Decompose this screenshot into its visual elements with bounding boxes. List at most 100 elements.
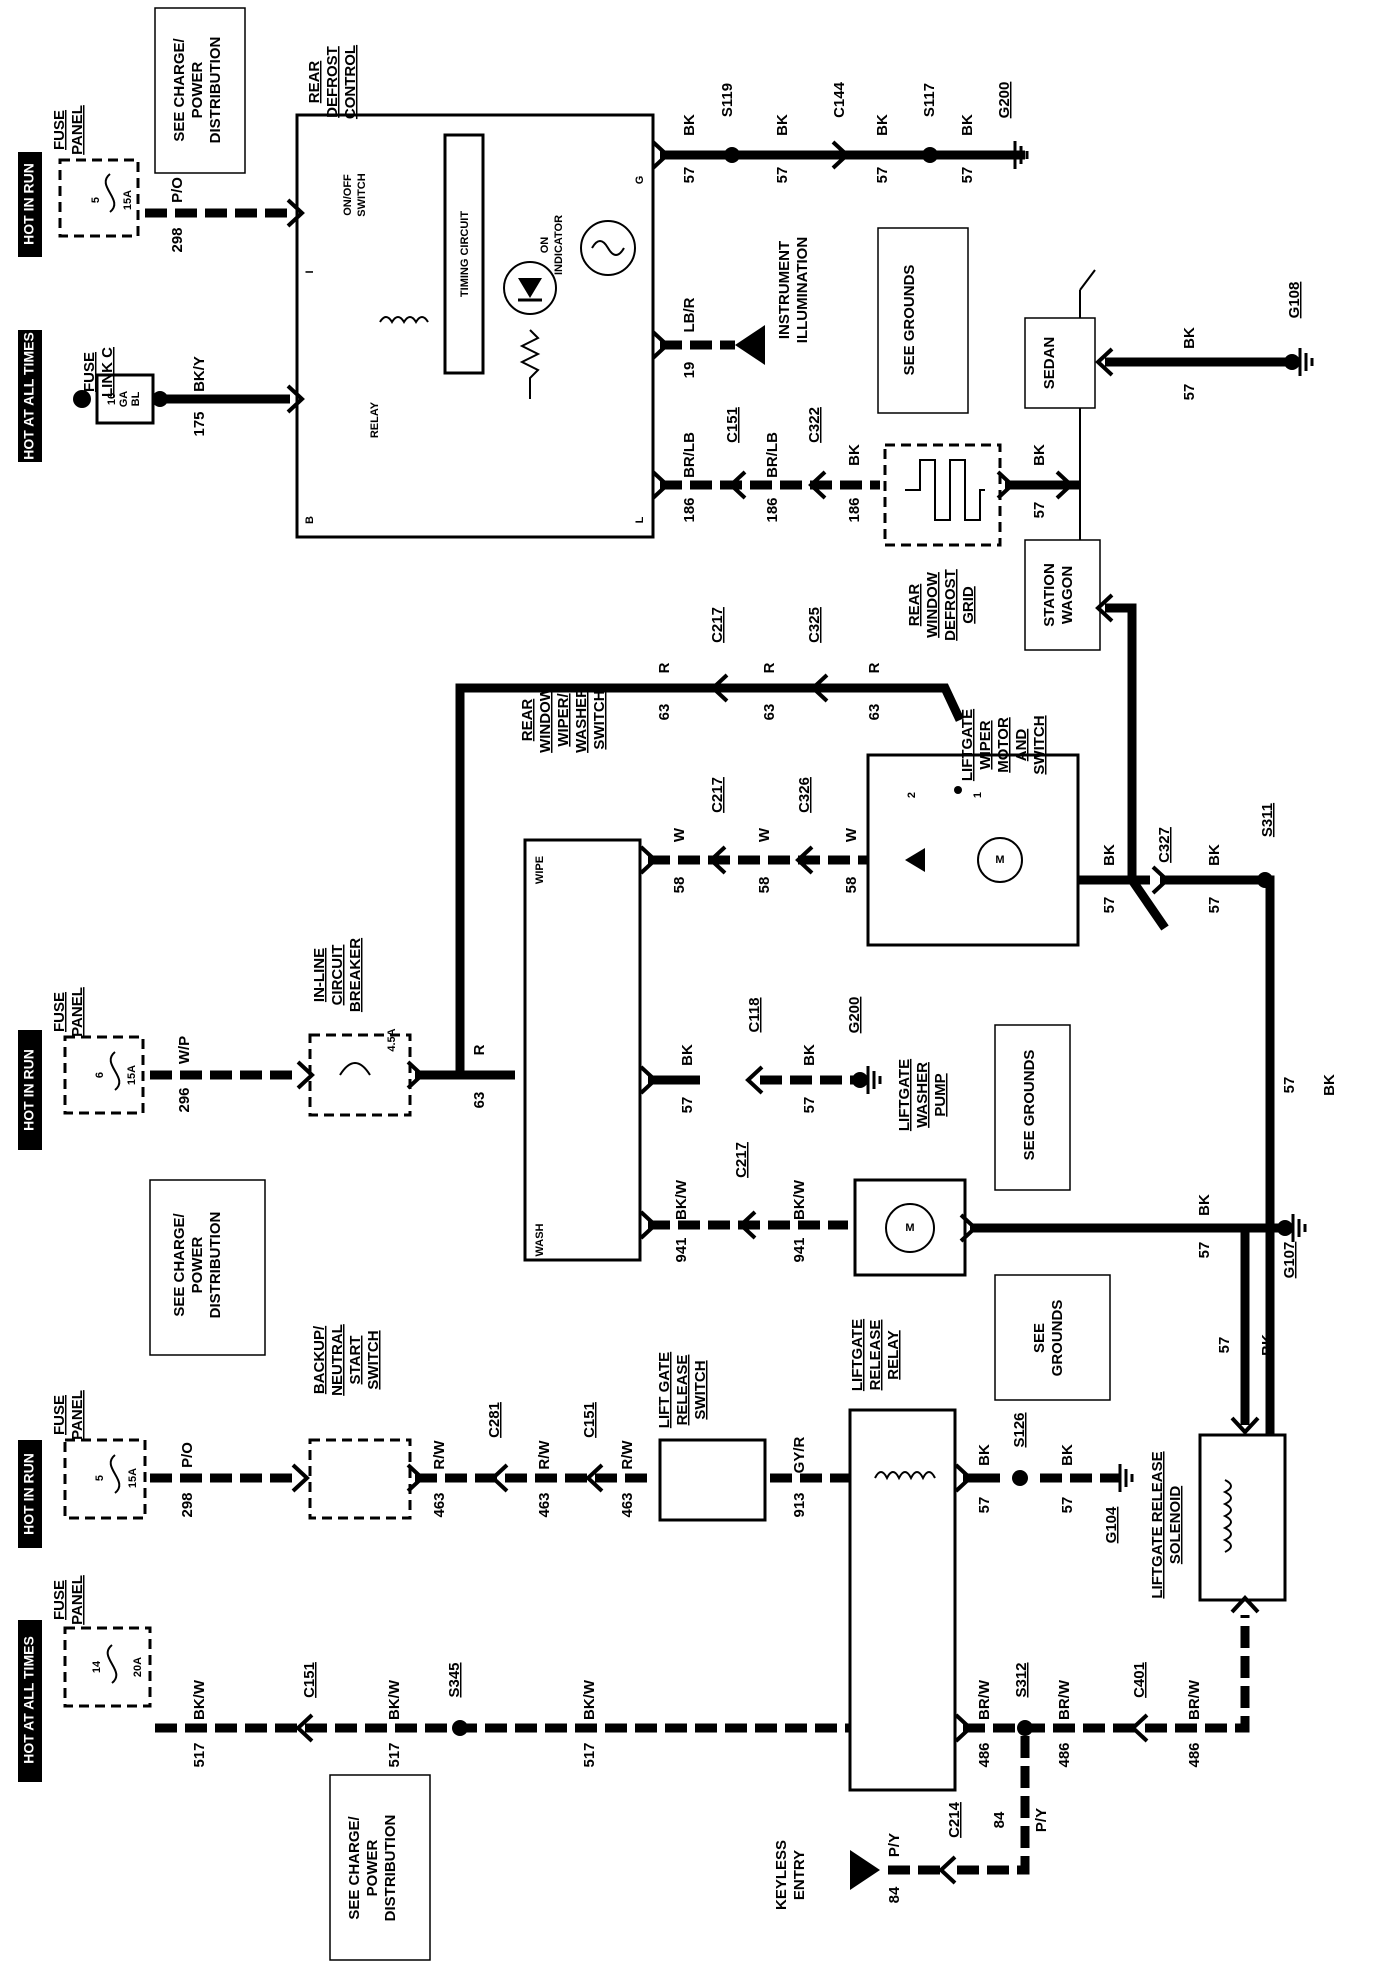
note-see-charge-2-line: SEE CHARGE/ xyxy=(171,1212,188,1316)
connector-mark xyxy=(639,1065,658,1095)
fuse-panel-label-line: FUSE xyxy=(51,992,68,1032)
circuit-label: 941 xyxy=(673,1237,690,1262)
circuit-label: C217 xyxy=(709,777,726,813)
power-source-label: HOT IN RUN xyxy=(21,163,37,245)
circuit-label: S119 xyxy=(719,83,736,117)
fuse-icon xyxy=(109,1051,121,1091)
see-charge-box-bottom xyxy=(329,1774,431,1961)
circuit-label: 63 xyxy=(471,1092,488,1109)
circuit-label: 57 xyxy=(874,167,891,184)
see-charge-box-mid xyxy=(149,1179,266,1356)
circuit-label: C118 xyxy=(746,997,763,1032)
connector-mark xyxy=(1230,1595,1260,1614)
circuit-label: 57 xyxy=(959,167,976,184)
backup-switch-label-line: BACKUP/ xyxy=(311,1325,328,1394)
fuse-panel-label-line: PANEL xyxy=(69,987,86,1037)
connector-mark xyxy=(406,1060,425,1090)
circuit-label: 57 xyxy=(774,167,791,184)
pin-label: B xyxy=(304,516,316,524)
circuit-label: 941 xyxy=(791,1237,808,1262)
pin-label: L xyxy=(634,516,646,523)
circuit-label: C217 xyxy=(709,607,726,643)
circuit-label: 186 xyxy=(846,497,863,522)
rear-defrost-control-label-line: REAR xyxy=(306,61,323,104)
connector-mark xyxy=(710,673,729,703)
circuit-label: 58 xyxy=(843,877,860,894)
circuit-breaker-box xyxy=(308,1033,412,1117)
circuit-label: 517 xyxy=(581,1742,598,1767)
wipe-label: WIPE xyxy=(534,856,546,884)
power-source-label: HOT IN RUN xyxy=(21,1049,37,1131)
release-switch-label-line: RELEASE xyxy=(674,1355,691,1426)
harness-arrow xyxy=(735,325,765,365)
circuit-label: BK xyxy=(874,114,891,136)
rear-defrost-control-label-line: DEFROST xyxy=(324,46,341,118)
wiper-motor-label-line: LIFTGATE xyxy=(959,709,976,781)
power-bar xyxy=(18,330,42,462)
splice-dot xyxy=(1012,1470,1028,1486)
motor-symbol: M xyxy=(995,854,1004,866)
backup-switch-label-line: START xyxy=(347,1336,364,1385)
see-grounds-box-3 xyxy=(994,1274,1111,1401)
note-station-wagon-line: STATION xyxy=(1041,563,1058,627)
see-grounds-box-2 xyxy=(994,1024,1071,1191)
splice-dot xyxy=(452,1720,468,1736)
rear-window-defrost-grid-box xyxy=(883,443,1002,547)
circuit-label: 63 xyxy=(761,704,778,721)
splice-dot xyxy=(1257,872,1273,888)
circuit-label: BK/W xyxy=(191,1679,208,1720)
circuit-breaker-label-line: CIRCUIT xyxy=(329,945,346,1006)
splice-dot xyxy=(1284,354,1300,370)
power-source-label: HOT AT ALL TIMES xyxy=(21,1636,37,1764)
circuit-label: C151 xyxy=(581,1402,598,1438)
solenoid-label-line: LIFTGATE RELEASE xyxy=(1149,1451,1166,1598)
note-see-charge-line: POWER xyxy=(189,62,206,119)
circuit-label: BK/W xyxy=(791,1179,808,1220)
note-see-charge-3-line: SEE CHARGE/ xyxy=(346,1815,363,1919)
note-station-wagon-line: WAGON xyxy=(1059,566,1076,624)
connector-mark xyxy=(651,140,670,170)
option-tick xyxy=(1079,269,1096,291)
release-switch-label-line: LIFT GATE xyxy=(656,1352,673,1428)
power-bar xyxy=(18,1030,42,1150)
led-circle xyxy=(503,261,557,315)
rear-window-wiper-washer-switch-box xyxy=(523,838,642,1262)
circuit-label: 58 xyxy=(756,877,773,894)
connector-mark xyxy=(745,1065,764,1095)
solenoid-label-line: SOLENOID xyxy=(1167,1486,1184,1565)
circuit-label: BK xyxy=(1101,844,1118,866)
fuse-number: 5 xyxy=(94,1475,106,1481)
circuit-breaker-label-line: IN-LINE xyxy=(311,948,328,1002)
note-see-charge-3-line: POWER xyxy=(364,1840,381,1897)
connector-mark xyxy=(585,1463,604,1493)
pin-label: G xyxy=(634,176,646,185)
circuit-label: 517 xyxy=(191,1742,208,1767)
power-source-label: HOT IN RUN xyxy=(21,1453,37,1535)
fuse-number: 14 xyxy=(91,1660,103,1673)
connector-mark xyxy=(831,140,850,170)
wire-57-wagon xyxy=(1105,603,1169,931)
note-see-charge-3-line: DISTRIBUTION xyxy=(382,1815,399,1922)
circuit-label: G104 xyxy=(1103,1506,1120,1543)
connector-mark xyxy=(738,1210,757,1240)
see-charge-box-top xyxy=(154,7,246,174)
connector-mark xyxy=(1130,1713,1149,1743)
fuse-number: 6 xyxy=(94,1072,106,1078)
note-see-charge-2-line: POWER xyxy=(189,1237,206,1294)
fuse-link-gauge-line: BL xyxy=(130,391,142,406)
note-see-grounds-3-line: SEE xyxy=(1031,1323,1048,1353)
splice-dot xyxy=(724,147,740,163)
note-see-grounds-line: SEE GROUNDS xyxy=(901,265,918,376)
circuit-label: BK xyxy=(1259,1334,1276,1356)
circuit-label: C325 xyxy=(806,607,823,643)
note-see-charge-line: DISTRIBUTION xyxy=(207,37,224,144)
circuit-label: R/W xyxy=(619,1440,636,1470)
circuit-label: BK/W xyxy=(581,1679,598,1720)
fuse-panel-box xyxy=(63,1035,145,1115)
sedan-box xyxy=(1024,317,1096,409)
wiper-motor-label-line: MOTOR xyxy=(995,717,1012,773)
fuse-link-gauge-line: GA xyxy=(118,391,130,408)
circuit-label: 57 xyxy=(1216,1337,1233,1354)
connector-mark xyxy=(708,845,727,875)
connector-mark xyxy=(996,470,1015,500)
